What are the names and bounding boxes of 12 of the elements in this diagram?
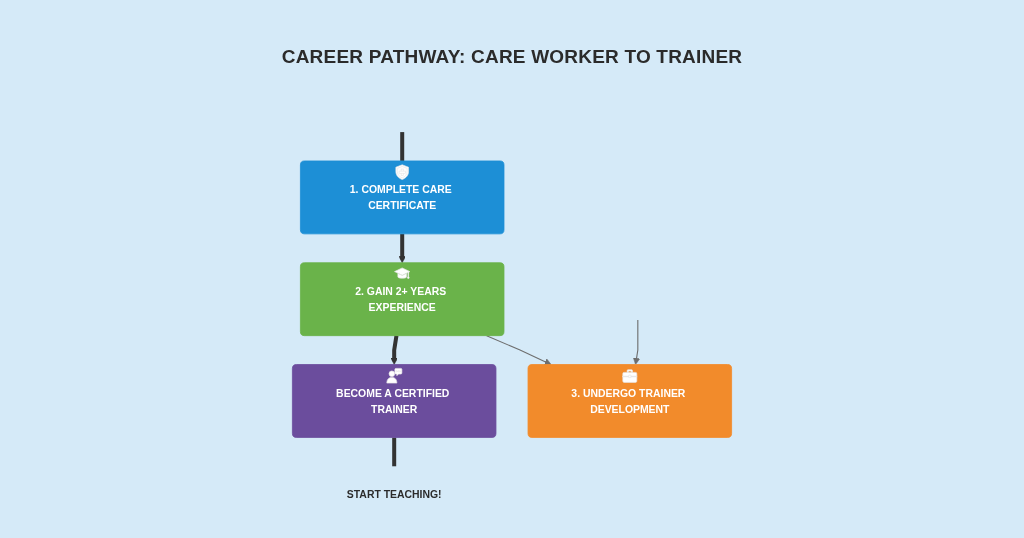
connector-line xyxy=(392,437,397,467)
diagram-title: CAREER PATHWAY: CARE WORKER TO TRAINER xyxy=(281,46,743,67)
connector xyxy=(400,132,405,161)
arrow xyxy=(486,335,552,366)
step-label: 3. UNDERGO TRAINER DEVELOPMENT xyxy=(571,386,687,415)
arrow xyxy=(398,233,406,264)
step-label: 1. COMPLETE CARE CERTIFICATE xyxy=(349,183,453,212)
step-label: 2. GAIN 2+ YEARS EXPERIENCE xyxy=(355,285,448,313)
arrow xyxy=(633,319,641,365)
step-label: BECOME A CERTIFIED TRAINER xyxy=(335,385,451,417)
arrow xyxy=(390,335,399,365)
end-note-text: START TEACHING! xyxy=(346,487,442,503)
